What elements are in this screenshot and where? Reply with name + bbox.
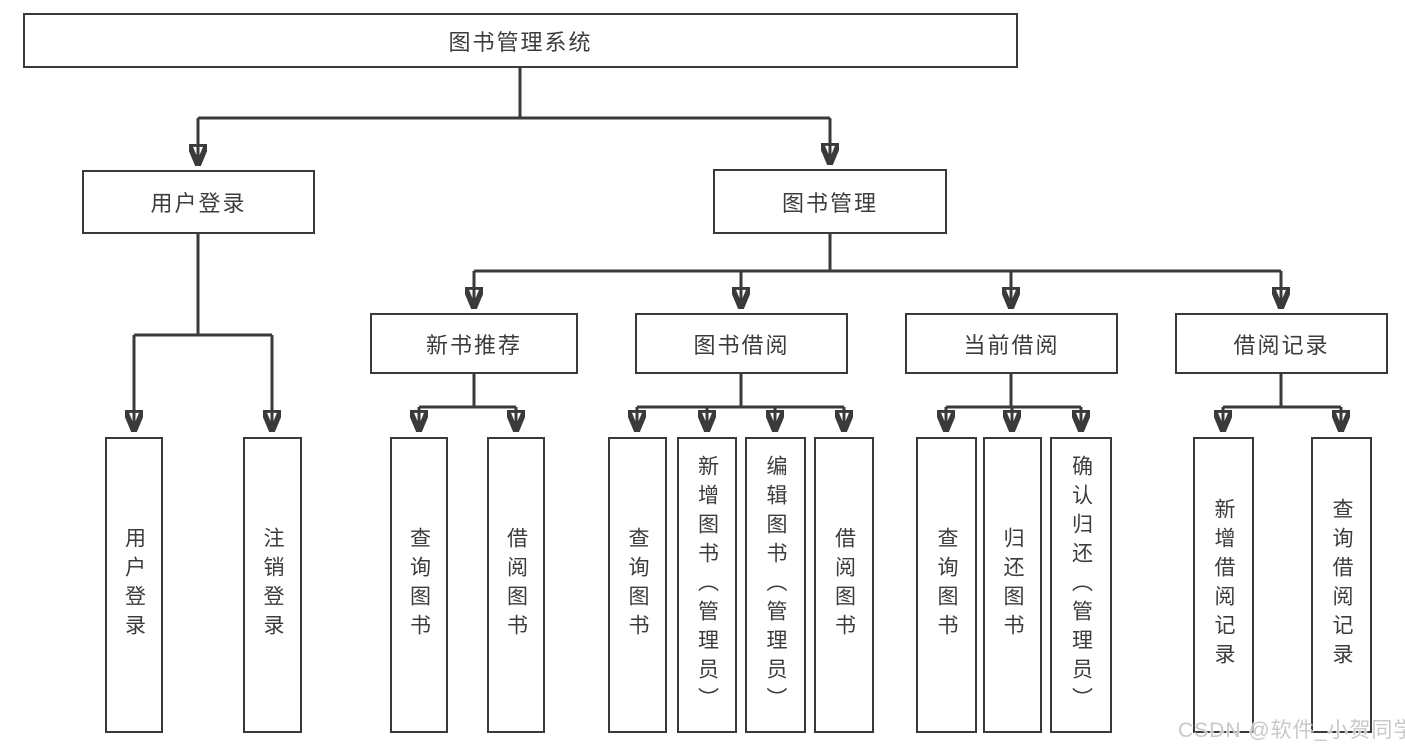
node-logout-leaf: 注销登录 bbox=[243, 437, 302, 733]
node-borrow-record: 借阅记录 bbox=[1175, 313, 1388, 374]
node-borrow-record-label: 借阅记录 bbox=[1233, 332, 1330, 358]
node-new-book-rec: 新书推荐 bbox=[370, 313, 578, 374]
node-book-mgmt: 图书管理 bbox=[713, 169, 947, 234]
edge-root-children bbox=[198, 68, 830, 120]
edge-borrow-record-children bbox=[1223, 374, 1341, 409]
node-root: 图书管理系统 bbox=[23, 13, 1018, 68]
node-book-borrow-label: 图书借阅 bbox=[693, 332, 790, 358]
node-user-login-label: 用户登录 bbox=[150, 191, 247, 216]
node-bb-query-label: 查询图书 bbox=[626, 527, 649, 643]
node-cb-confirm: 确认归还（管理员） bbox=[1050, 437, 1112, 733]
csdn-watermark: CSDN @软件_小贺同学 bbox=[1178, 719, 1405, 742]
node-br-query-label: 查询借阅记录 bbox=[1330, 498, 1353, 672]
node-user-login-leaf: 用户登录 bbox=[105, 437, 163, 733]
node-bb-add-label: 新增图书（管理员） bbox=[695, 454, 719, 716]
node-bb-query: 查询图书 bbox=[608, 437, 667, 733]
node-br-add-label: 新增借阅记录 bbox=[1212, 498, 1235, 672]
edge-current-borrow-children bbox=[946, 374, 1081, 409]
edge-user-login-children bbox=[134, 234, 272, 337]
node-current-borrow: 当前借阅 bbox=[905, 313, 1118, 374]
node-rec-borrow: 借阅图书 bbox=[487, 437, 545, 733]
node-rec-query: 查询图书 bbox=[390, 437, 448, 733]
node-rec-borrow-label: 借阅图书 bbox=[504, 527, 528, 643]
node-bb-borrow-label: 借阅图书 bbox=[832, 527, 856, 643]
node-new-book-rec-label: 新书推荐 bbox=[425, 332, 522, 358]
node-br-query: 查询借阅记录 bbox=[1311, 437, 1372, 733]
node-cb-return: 归还图书 bbox=[983, 437, 1042, 733]
node-current-borrow-label: 当前借阅 bbox=[963, 332, 1060, 358]
node-user-login-leaf-label: 用户登录 bbox=[122, 527, 146, 643]
node-cb-return-label: 归还图书 bbox=[1001, 527, 1024, 643]
node-bb-edit-label: 编辑图书（管理员） bbox=[764, 454, 787, 716]
node-cb-query-label: 查询图书 bbox=[935, 527, 958, 643]
edge-book-mgmt-children bbox=[474, 234, 1281, 273]
node-br-add: 新增借阅记录 bbox=[1193, 437, 1254, 733]
node-user-login: 用户登录 bbox=[82, 170, 315, 234]
node-cb-confirm-label: 确认归还（管理员） bbox=[1069, 454, 1093, 716]
edge-book-borrow-children bbox=[637, 374, 844, 409]
node-cb-query: 查询图书 bbox=[916, 437, 977, 733]
node-bb-borrow: 借阅图书 bbox=[814, 437, 874, 733]
node-book-mgmt-label: 图书管理 bbox=[781, 190, 878, 216]
node-bb-edit: 编辑图书（管理员） bbox=[745, 437, 806, 733]
node-rec-query-label: 查询图书 bbox=[407, 527, 431, 643]
node-logout-leaf-label: 注销登录 bbox=[261, 527, 284, 643]
edge-new-book-rec-children bbox=[419, 374, 516, 409]
node-book-borrow: 图书借阅 bbox=[635, 313, 848, 374]
node-bb-add: 新增图书（管理员） bbox=[677, 437, 737, 733]
node-root-label: 图书管理系统 bbox=[448, 29, 593, 55]
